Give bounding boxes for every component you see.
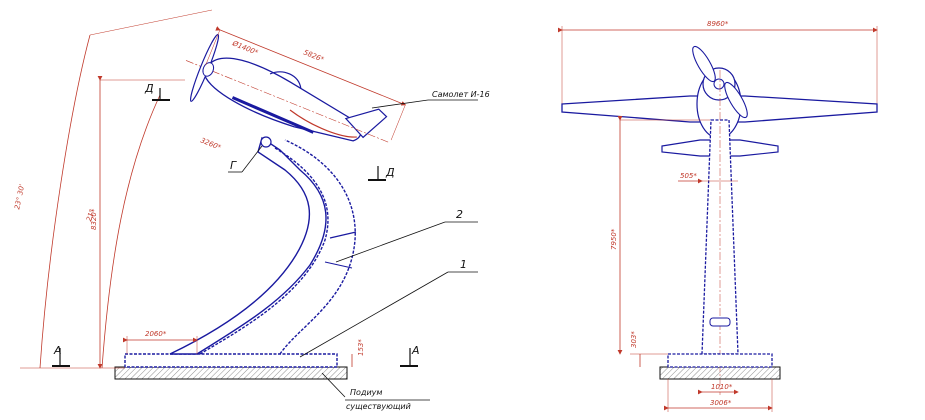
side-base-plate: [124, 353, 338, 368]
podium-label-1: Подиум: [350, 388, 382, 397]
side-tail: [344, 108, 388, 139]
side-view: 5826* Ø1400* 3260* 8320* 23° 30' 21° 206…: [13, 9, 490, 411]
side-column-outline-right: [279, 139, 356, 355]
side-fuselage-edge: [289, 109, 357, 138]
node-label-g: Г: [230, 159, 237, 172]
dim-wingspan: 8960*: [707, 20, 729, 28]
dim-pivot-offset: 3260*: [199, 136, 222, 152]
dim-plane-length: 5826*: [302, 48, 325, 64]
dim-base-inner: 1010*: [711, 383, 733, 391]
front-column-hatch: [709, 317, 731, 327]
section-label-d-bottom: Д: [385, 166, 395, 179]
dim-prop-diameter: Ø1400*: [230, 39, 259, 57]
dim-base-height: 153*: [357, 339, 365, 356]
section-label-a-right: А: [411, 344, 420, 357]
dim-front-base-height: 303*: [630, 331, 638, 348]
side-curved-column: [169, 136, 327, 355]
dim-column-width: 505*: [680, 172, 697, 180]
plane-label: Самолет И-16: [432, 90, 490, 99]
dim-angle-inner: 21°: [85, 208, 96, 222]
front-prop-blade-2: [724, 81, 748, 119]
section-label-d-top: Д: [144, 82, 154, 95]
front-podium: [659, 366, 781, 380]
part-label-1: 1: [460, 258, 467, 271]
side-pivot-node: [260, 136, 272, 148]
side-column-section-line: [329, 231, 357, 239]
front-prop-blade-1: [692, 45, 716, 83]
front-view: 8960* 505* 7950* 303* 1010*: [558, 20, 878, 412]
section-label-a-left: А: [53, 344, 62, 357]
angle-arc-outer: [39, 34, 91, 369]
side-spinner: [202, 62, 215, 77]
side-column-section-line-2: [324, 261, 353, 269]
front-base-plate: [667, 353, 773, 368]
side-airplane: [185, 26, 407, 144]
podium-label-2: существующий: [346, 402, 411, 411]
dim-base-width: 2060*: [145, 330, 167, 338]
part-label-2: 2: [456, 208, 463, 221]
angle-arc-inner: [101, 94, 161, 369]
side-column-outline-left: [199, 147, 329, 355]
dim-height: 8320*: [90, 208, 98, 230]
dim-plane-length-line: [215, 26, 407, 106]
dim-angle-outer: 23° 30': [13, 183, 26, 210]
dim-base-outer: 3006*: [710, 399, 732, 407]
front-spinner: [713, 78, 725, 90]
side-podium: [114, 366, 348, 380]
dim-column-height: 7950*: [610, 228, 618, 250]
